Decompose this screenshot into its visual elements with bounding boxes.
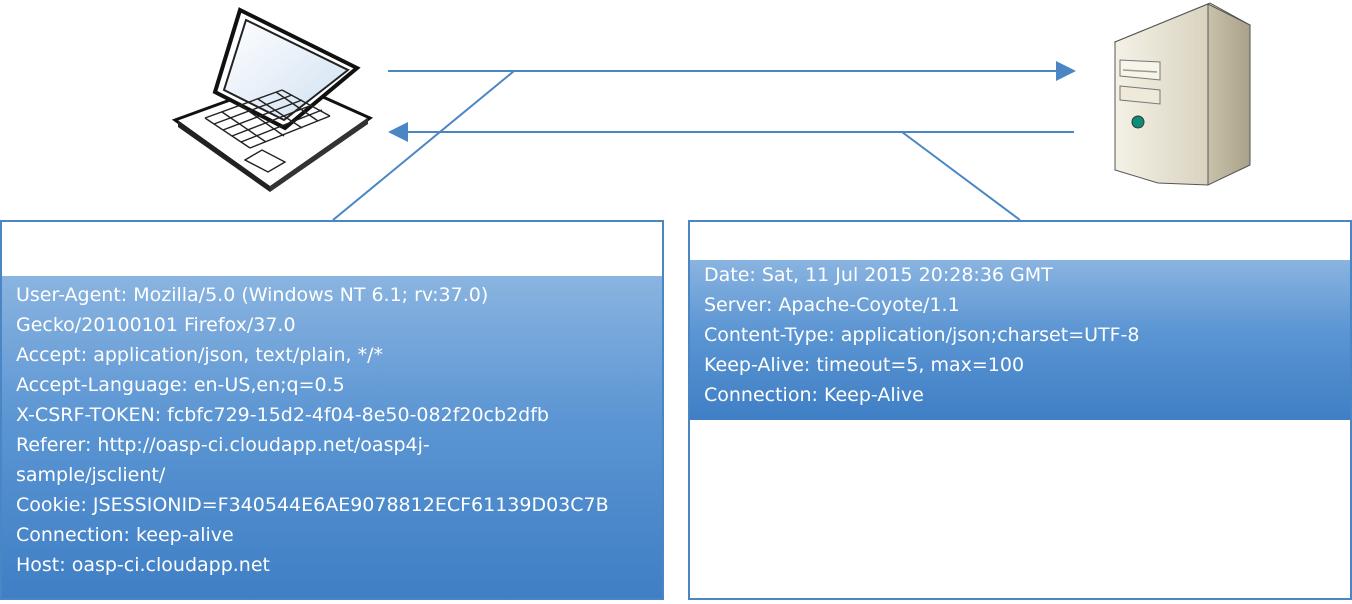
laptop-icon <box>171 7 374 192</box>
request-header-line: Host: oasp-ci.cloudapp.net <box>16 554 270 576</box>
request-header-line: X-CSRF-TOKEN: fcbfc729-15d2-4f04-8e50-08… <box>16 404 549 426</box>
response-headers-block: Date: Sat, 11 Jul 2015 20:28:36 GMT Serv… <box>690 260 1350 420</box>
request-header-line: Referer: http://oasp-ci.cloudapp.net/oas… <box>16 434 430 456</box>
request-headers-block: User-Agent: Mozilla/5.0 (Windows NT 6.1;… <box>2 276 662 598</box>
request-header-line: Accept-Language: en-US,en;q=0.5 <box>16 374 345 396</box>
response-header-line: Date: Sat, 11 Jul 2015 20:28:36 GMT <box>704 264 1053 286</box>
request-header-line: Cookie: JSESSIONID=F340544E6AE9078812ECF… <box>16 494 609 516</box>
request-header-line: Accept: application/json, text/plain, */… <box>16 344 384 366</box>
response-header-line: Keep-Alive: timeout=5, max=100 <box>704 354 1025 376</box>
response-header-line: Content-Type: application/json;charset=U… <box>704 324 1140 346</box>
response-headers-panel: Date: Sat, 11 Jul 2015 20:28:36 GMT Serv… <box>688 220 1352 600</box>
response-header-line: Connection: Keep-Alive <box>704 384 924 406</box>
server-tower-icon <box>1113 2 1252 186</box>
request-headers-panel: User-Agent: Mozilla/5.0 (Windows NT 6.1;… <box>0 220 664 600</box>
response-header-line: Server: Apache-Coyote/1.1 <box>704 294 960 316</box>
request-header-line: Gecko/20100101 Firefox/37.0 <box>16 314 296 336</box>
request-header-line: Connection: keep-alive <box>16 524 234 546</box>
request-header-line: User-Agent: Mozilla/5.0 (Windows NT 6.1;… <box>16 284 489 306</box>
request-connector-line <box>332 70 515 221</box>
response-connector-line <box>901 131 1021 221</box>
request-header-line: sample/jsclient/ <box>16 464 166 486</box>
